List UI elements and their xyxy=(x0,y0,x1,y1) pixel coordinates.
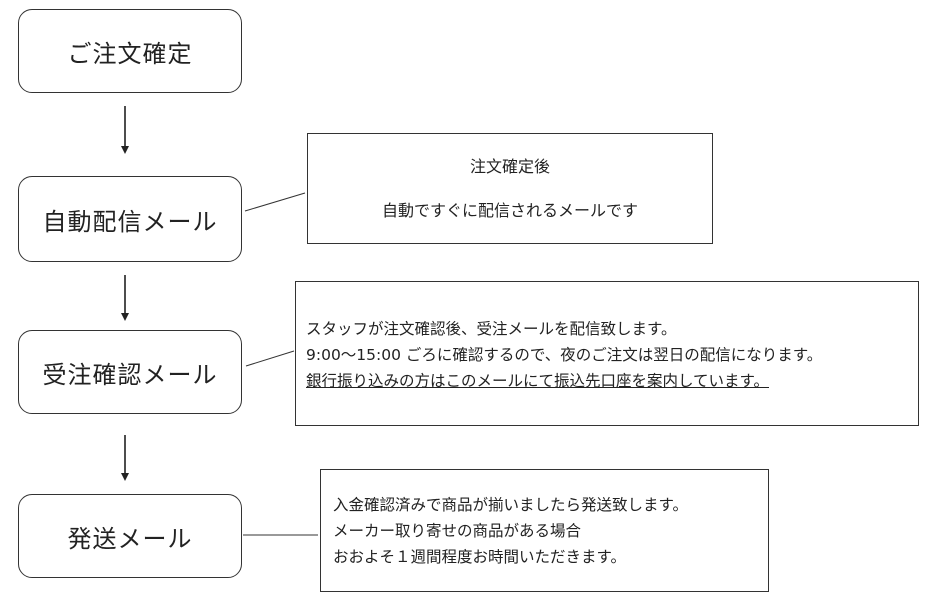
note-line: 9:00～15:00 ごろに確認するので、夜のご注文は翌日の配信になります。 xyxy=(306,346,823,364)
step-auto-mail: 自動配信メール xyxy=(18,176,242,262)
note-body: 自動ですぐに配信されるメールです xyxy=(381,201,638,220)
step-order-confirm-mail: 受注確認メール xyxy=(18,330,242,414)
note-line: スタッフが注文確認後、受注メールを配信致します。 xyxy=(306,320,677,338)
step-label: 発送メール xyxy=(67,524,193,553)
step-shipping-mail: 発送メール xyxy=(18,494,242,578)
note-auto-mail: 注文確定後 自動ですぐに配信されるメールです xyxy=(307,133,713,244)
note-shipping: 入金確認済みで商品が揃いましたら発送致します。 メーカー取り寄せの商品がある場合… xyxy=(320,469,769,592)
note-line: メーカー取り寄せの商品がある場合 xyxy=(333,522,582,540)
note-line-underlined: 銀行振り込みの方はこのメールにて振込先口座を案内しています。 xyxy=(306,372,769,390)
step-order-confirmed: ご注文確定 xyxy=(18,9,242,93)
note-line: おおよそ１週間程度お時間いただきます。 xyxy=(333,548,626,566)
note-line: 入金確認済みで商品が揃いましたら発送致します。 xyxy=(333,496,688,514)
step-label: 自動配信メール xyxy=(42,207,218,236)
leader-order-confirm xyxy=(245,350,295,367)
leader-auto-mail xyxy=(244,192,306,212)
note-title: 注文確定後 xyxy=(469,157,550,176)
note-order-confirm: スタッフが注文確認後、受注メールを配信致します。 9:00～15:00 ごろに確… xyxy=(295,281,919,426)
step-label: ご注文確定 xyxy=(67,39,193,68)
step-label: 受注確認メール xyxy=(42,360,218,389)
